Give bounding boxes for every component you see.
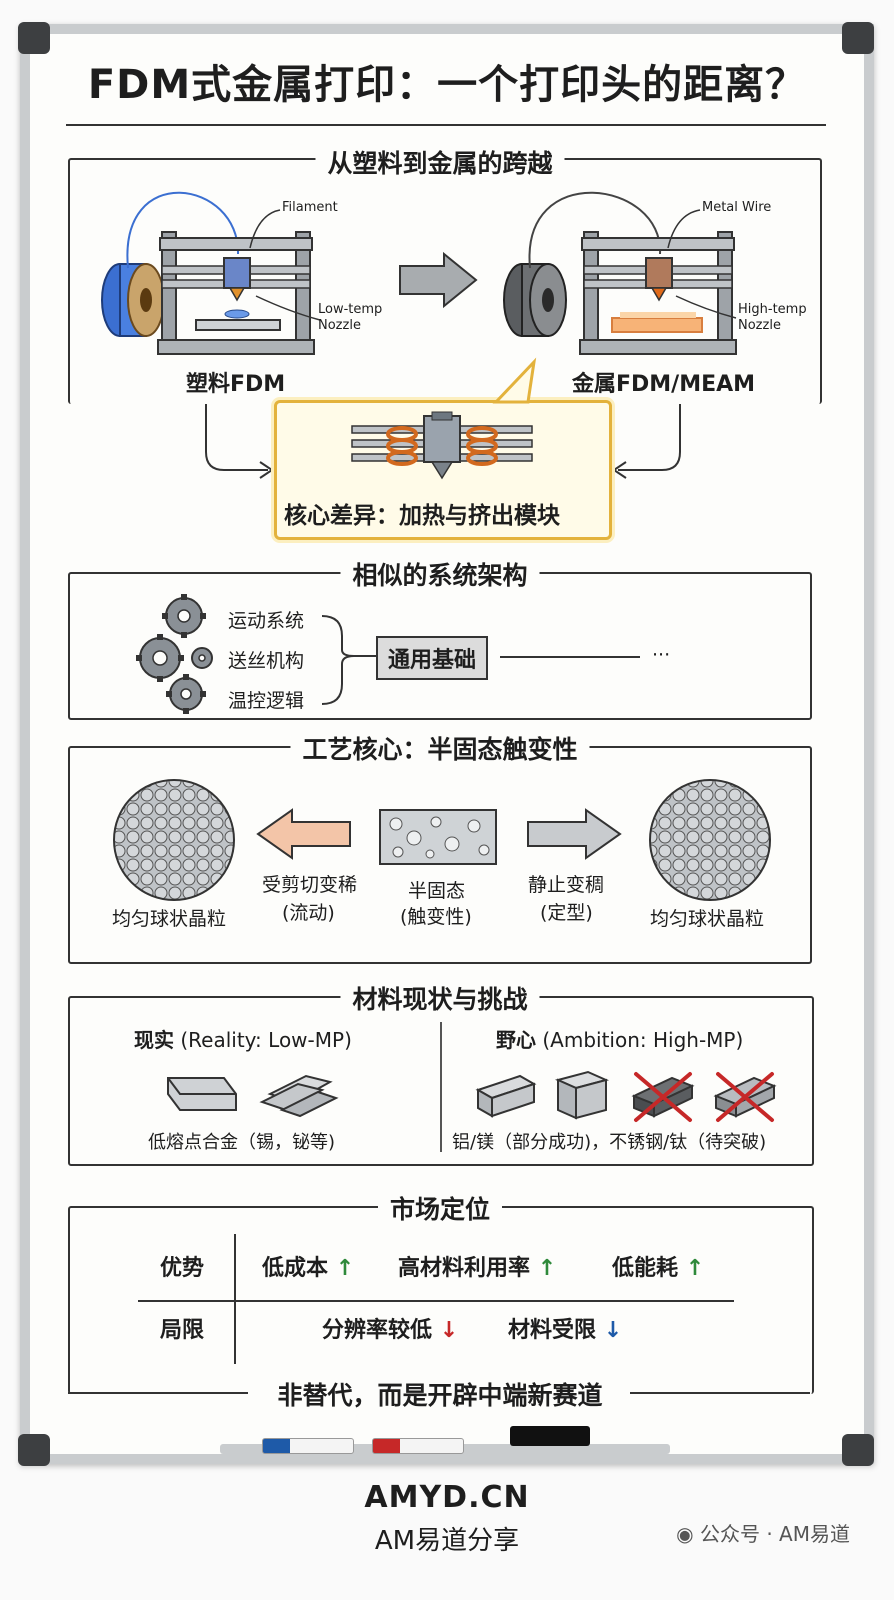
red-marker <box>372 1438 464 1454</box>
static-thickening-label: 静止变稠 <box>528 874 605 896</box>
section-title: 相似的系统架构 <box>340 556 540 592</box>
eraser <box>510 1426 590 1446</box>
brace-icon <box>321 615 376 705</box>
board-corner <box>842 22 874 54</box>
ambition-caption: 铝/镁（部分成功)，不锈钢/钛（待突破) <box>452 1132 767 1153</box>
grain-diagram-illustration <box>113 779 771 901</box>
plastic-fdm-label: 塑料FDM <box>186 372 286 397</box>
semi-solid-sub: (触变性) <box>400 906 472 928</box>
metal-wire-callout: Metal Wire <box>702 200 772 215</box>
callout-pointer <box>492 357 537 404</box>
high-temp-nozzle-callout: High-temp Nozzle <box>738 302 807 333</box>
grain-label-left: 均匀球状晶粒 <box>112 908 227 930</box>
materials-divider <box>440 1022 442 1152</box>
table-row-divider <box>138 1300 734 1302</box>
architecture-item: 温控逻辑 <box>228 690 305 712</box>
shear-thinning-label: 受剪切变稀 <box>262 874 358 896</box>
site-name: AMYD.CN <box>364 1480 530 1515</box>
common-basis-box: 通用基础 <box>376 636 489 680</box>
advantage-item: 低能耗 ↑ <box>612 1256 705 1281</box>
blue-marker <box>262 1438 354 1454</box>
filament-callout: Filament <box>282 200 338 215</box>
architecture-item: 送丝机构 <box>228 650 305 672</box>
wechat-watermark: ◉ 公众号 · AM易道 <box>676 1522 850 1546</box>
limitation-item: 分辨率较低 ↓ <box>322 1318 459 1343</box>
conclusion-text: 非替代，而是开辟中端新赛道 <box>277 1381 603 1410</box>
basis-connector <box>500 656 640 658</box>
table-divider <box>234 1234 236 1364</box>
core-difference-label: 核心差异：加热与挤出模块 <box>284 503 560 529</box>
ellipsis: ··· <box>652 644 671 666</box>
ambition-heading: 野心 (Ambition: High-MP) <box>496 1028 744 1052</box>
gears-icon <box>136 594 213 714</box>
advantage-item: 低成本 ↑ <box>262 1256 355 1281</box>
section-title: 材料现状与挑战 <box>340 980 540 1016</box>
conclusion-rule <box>630 1392 810 1394</box>
metal-ingots-illustration <box>167 1070 777 1122</box>
section-title: 市场定位 <box>377 1190 503 1226</box>
brand-name: AM易道分享 <box>374 1526 520 1556</box>
low-temp-nozzle-callout: Low-temp Nozzle <box>318 302 383 333</box>
section-title: 工艺核心：半固态触变性 <box>290 730 590 766</box>
limitation-item: 材料受限 ↓ <box>508 1318 623 1343</box>
shear-thinning-sub: (流动) <box>282 902 335 924</box>
reality-caption: 低熔点合金（锡，铋等) <box>148 1132 336 1153</box>
advantages-heading: 优势 <box>160 1256 205 1281</box>
title-underline <box>66 124 826 126</box>
board-corner <box>18 1434 50 1466</box>
metal-fdm-label: 金属FDM/MEAM <box>572 372 756 397</box>
grain-label-right: 均匀球状晶粒 <box>650 908 765 930</box>
advantage-item: 高材料利用率 ↑ <box>398 1256 557 1281</box>
hotend-coil-icon <box>351 411 533 480</box>
architecture-item: 运动系统 <box>228 610 305 632</box>
semi-solid-label: 半固态 <box>408 880 466 902</box>
limitations-heading: 局限 <box>160 1318 205 1343</box>
static-thickening-sub: (定型) <box>540 902 593 924</box>
page-title: FDM式金属打印：一个打印头的距离？ <box>87 62 807 108</box>
wechat-icon: ◉ <box>676 1522 694 1546</box>
conclusion-rule <box>68 1392 248 1394</box>
board-corner <box>18 22 50 54</box>
board-corner <box>842 1434 874 1466</box>
section-title: 从塑料到金属的跨越 <box>315 144 565 180</box>
plastic-fdm-printer-illustration <box>101 191 737 479</box>
reality-heading: 现实 (Reality: Low-MP) <box>134 1028 352 1052</box>
